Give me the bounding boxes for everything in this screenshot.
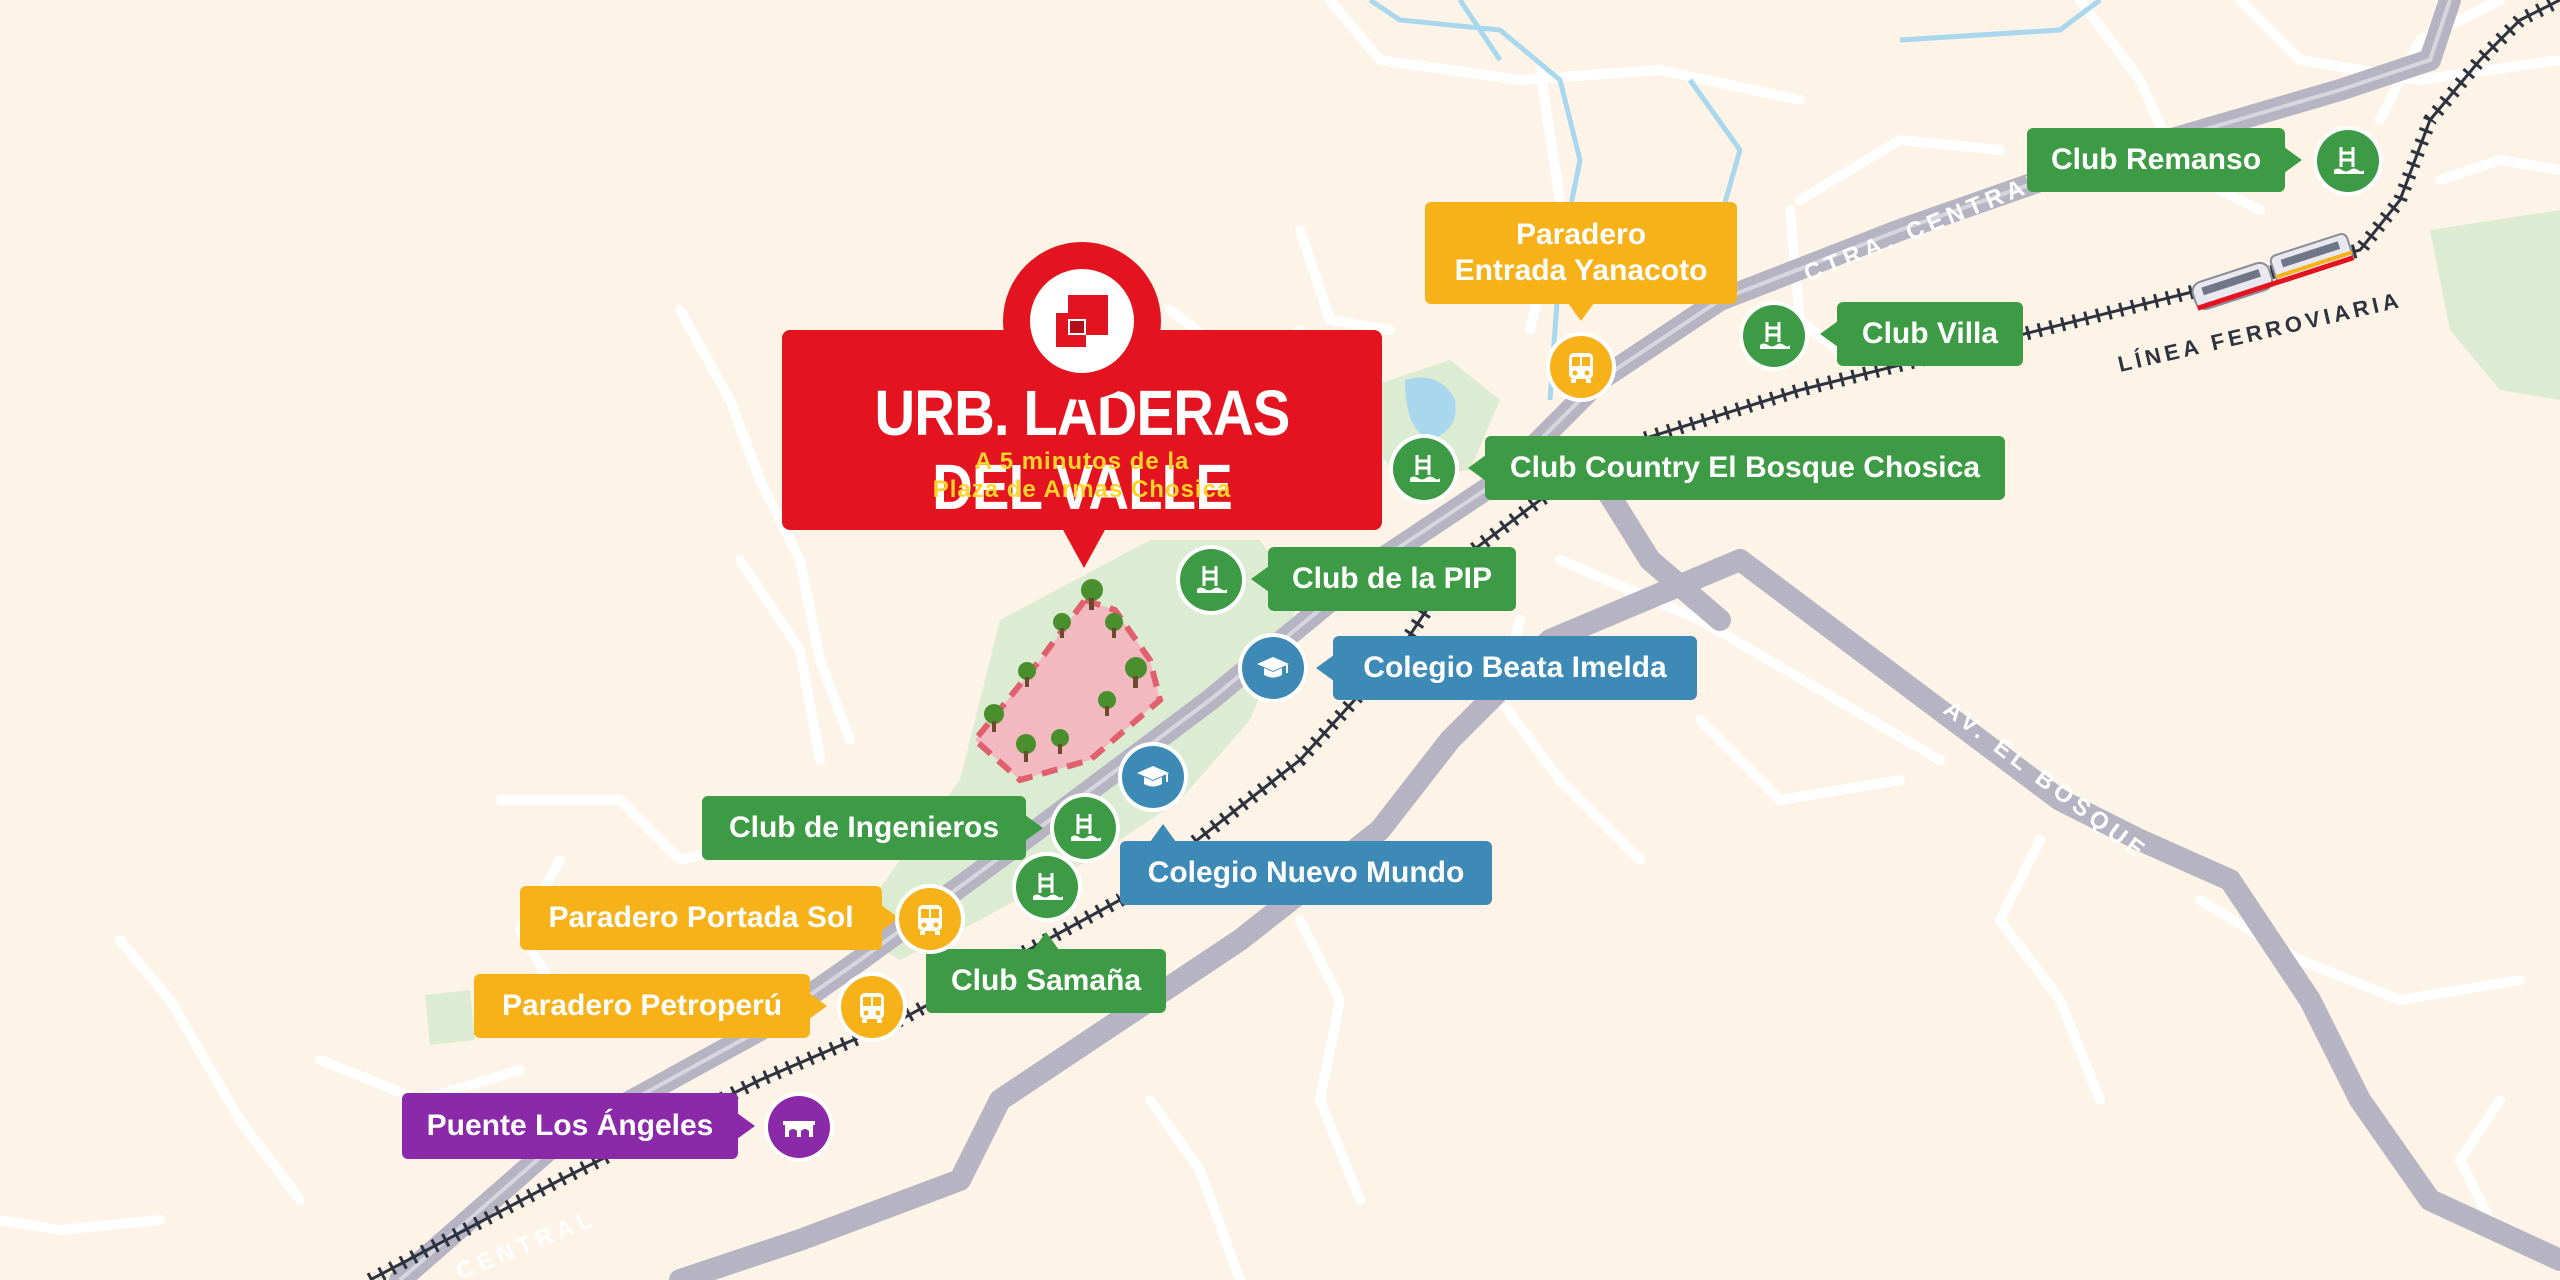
graduation-cap-icon[interactable] xyxy=(1242,637,1304,699)
pool-ladder-icon[interactable] xyxy=(1016,856,1078,918)
label-club-ingenieros-text: Club de Ingenieros xyxy=(728,811,1000,844)
label-pointer xyxy=(809,993,827,1019)
pool-ladder-icon[interactable] xyxy=(1393,438,1455,500)
label-club-ingenieros[interactable]: Club de Ingenieros xyxy=(702,796,1043,860)
pool-ladder-icon[interactable] xyxy=(1054,797,1116,859)
label-paradero-portada-sol[interactable]: Paradero Portada Sol xyxy=(520,886,899,950)
label-colegio-nuevo-mundo[interactable]: Colegio Nuevo Mundo xyxy=(1120,824,1492,905)
graduation-cap-icon[interactable] xyxy=(1122,746,1184,808)
label-pointer xyxy=(1568,303,1594,321)
label-pointer xyxy=(1820,321,1838,347)
label-pointer xyxy=(1025,815,1043,841)
label-pointer xyxy=(1316,655,1334,681)
pool-ladder-icon[interactable] xyxy=(1743,305,1805,367)
project-subtitle-line1: A 5 minutos de la xyxy=(974,448,1190,475)
label-colegio-beata-imelda[interactable]: Colegio Beata Imelda xyxy=(1316,636,1697,700)
road-label-ctra-central: CTRA. CENTRAL xyxy=(1800,165,2051,287)
label-club-villa-text: Club Villa xyxy=(1861,317,1999,350)
label-club-samana-text: Club Samaña xyxy=(950,964,1142,997)
label-club-remanso[interactable]: Club Remanso xyxy=(2027,128,2302,192)
label-colegio-beata-imelda-text: Colegio Beata Imelda xyxy=(1363,651,1667,684)
label-colegio-nuevo-mundo-text: Colegio Nuevo Mundo xyxy=(1147,856,1465,889)
label-paradero-portada-sol-text: Paradero Portada Sol xyxy=(548,901,854,934)
label-club-country[interactable]: Club Country El Bosque Chosica xyxy=(1468,436,2005,500)
label-pointer xyxy=(1033,932,1059,950)
laderas-logo-icon xyxy=(1030,269,1134,373)
pool-ladder-icon[interactable] xyxy=(2317,130,2379,192)
label-puente-los-angeles[interactable]: Puente Los Ángeles xyxy=(402,1093,755,1159)
pool-ladder-icon[interactable] xyxy=(1180,549,1242,611)
green-zone xyxy=(425,990,475,1045)
callout-pointer xyxy=(1062,528,1106,568)
project-logo-badge xyxy=(1003,242,1161,400)
label-club-country-text: Club Country El Bosque Chosica xyxy=(1509,451,1981,484)
label-pointer xyxy=(1150,824,1176,842)
water-pond xyxy=(1405,377,1456,440)
label-club-pip-text: Club de la PIP xyxy=(1291,562,1493,595)
label-paradero-yanacoto-line1: Paradero xyxy=(1515,218,1647,251)
bus-icon[interactable] xyxy=(841,976,903,1038)
label-paradero-yanacoto-line2: Entrada Yanacoto xyxy=(1454,254,1708,287)
road-branch xyxy=(1589,469,1731,631)
label-club-samana[interactable]: Club Samaña xyxy=(926,932,1166,1013)
label-pointer xyxy=(737,1113,755,1139)
label-paradero-petroperu-text: Paradero Petroperú xyxy=(501,989,783,1022)
label-pointer xyxy=(1251,566,1269,592)
bridge-icon[interactable] xyxy=(768,1096,830,1158)
label-paradero-petroperu[interactable]: Paradero Petroperú xyxy=(474,974,827,1038)
bus-icon[interactable] xyxy=(1550,336,1612,398)
green-zone xyxy=(2430,210,2560,400)
label-pointer xyxy=(1468,455,1486,481)
train-icon xyxy=(2191,232,2355,311)
development-lot xyxy=(970,596,1164,784)
label-pointer xyxy=(2284,147,2302,173)
project-subtitle-line2: Plaza de Armas Chosica xyxy=(932,476,1232,503)
label-pointer xyxy=(881,905,899,931)
label-club-villa[interactable]: Club Villa xyxy=(1820,302,2023,366)
label-club-remanso-text: Club Remanso xyxy=(2050,143,2262,176)
bus-icon[interactable] xyxy=(899,888,961,950)
label-club-pip[interactable]: Club de la PIP xyxy=(1251,547,1516,611)
label-paradero-yanacoto[interactable]: Paradero Entrada Yanacoto xyxy=(1425,202,1737,321)
tree-icon xyxy=(984,579,1147,762)
road-label-av-el-bosque: AV. EL BOSQUE xyxy=(1938,695,2153,866)
label-puente-los-angeles-text: Puente Los Ángeles xyxy=(426,1109,714,1142)
